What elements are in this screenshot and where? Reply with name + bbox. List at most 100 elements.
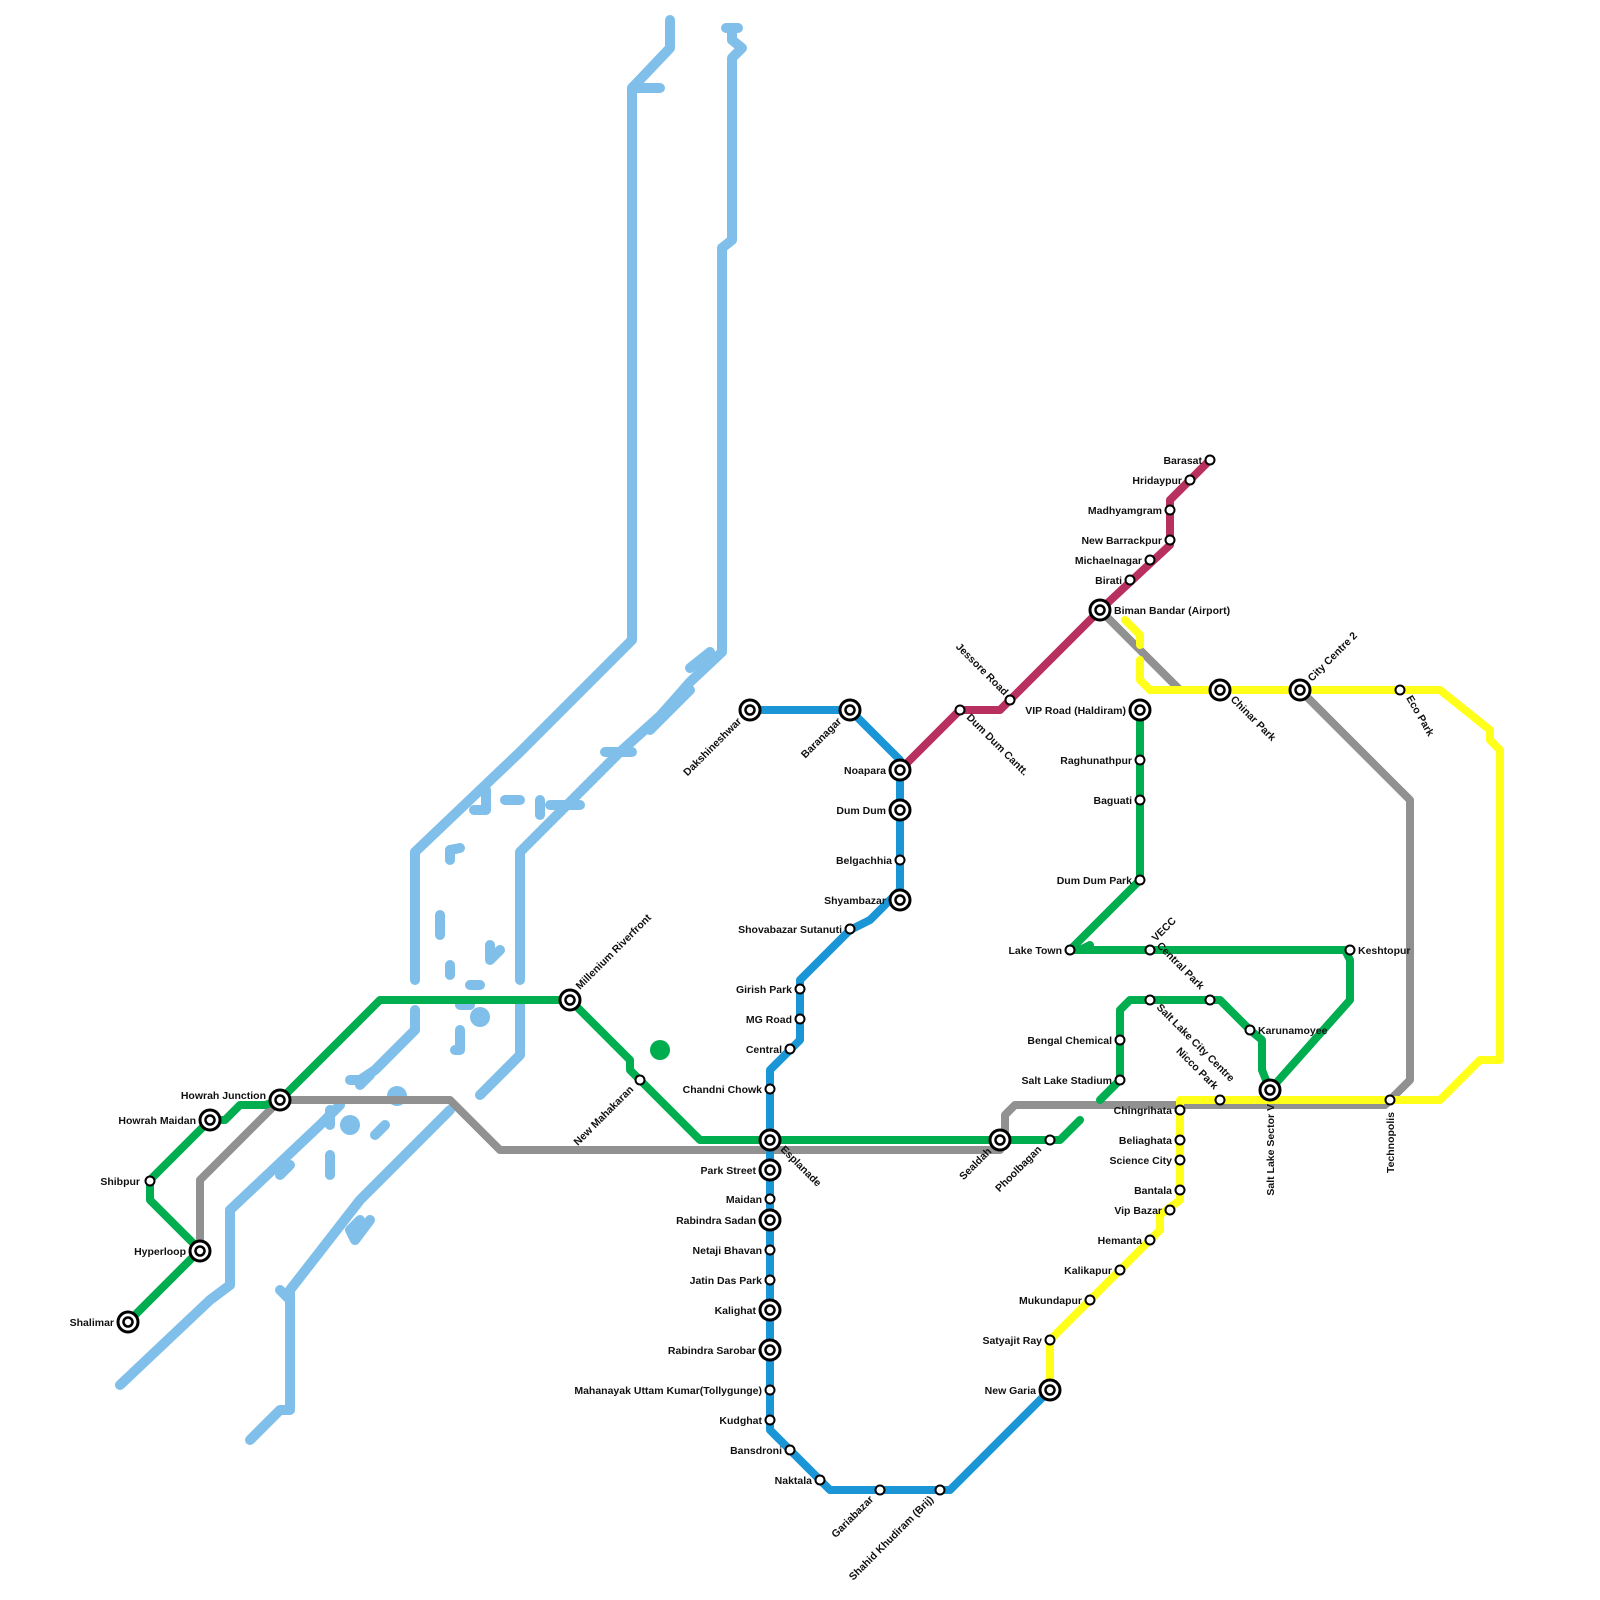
river-segment bbox=[115, 1100, 345, 1390]
station-marker bbox=[1384, 1094, 1396, 1106]
station-millenium-riverfront[interactable]: Millenium Riverfront bbox=[558, 912, 654, 1012]
station-marker bbox=[1084, 1294, 1096, 1306]
station-hemanta[interactable]: Hemanta bbox=[1098, 1234, 1156, 1247]
station-hyperloop[interactable]: Hyperloop bbox=[134, 1239, 212, 1263]
station-rabindra-sarobar[interactable]: Rabindra Sarobar bbox=[668, 1338, 782, 1362]
station-noapara[interactable]: Noapara bbox=[844, 758, 912, 782]
station-shibpur[interactable]: Shibpur bbox=[100, 1175, 156, 1188]
station-girish-park[interactable]: Girish Park bbox=[736, 983, 806, 996]
station-mg-road[interactable]: MG Road bbox=[746, 1013, 806, 1026]
station-karunamoyee[interactable]: Karunamoyee bbox=[1244, 1024, 1328, 1037]
station-new-garia[interactable]: New Garia bbox=[985, 1378, 1062, 1402]
station-marker bbox=[1144, 1234, 1156, 1246]
station-birati[interactable]: Birati bbox=[1095, 574, 1136, 587]
station-baguati[interactable]: Baguati bbox=[1093, 794, 1146, 807]
station-kalikapur[interactable]: Kalikapur bbox=[1064, 1264, 1126, 1277]
station-naktala[interactable]: Naktala bbox=[775, 1474, 826, 1487]
station-maidan[interactable]: Maidan bbox=[726, 1193, 776, 1206]
station-raghunathpur[interactable]: Raghunathpur bbox=[1060, 754, 1146, 767]
station-chingrihata[interactable]: Chingrihata bbox=[1114, 1104, 1186, 1117]
station-salt-lake-sector-v[interactable]: Salt Lake Sector V bbox=[1258, 1078, 1282, 1196]
interchange-marker bbox=[758, 1338, 782, 1362]
station-vip-road[interactable]: VIP Road (Haldiram) bbox=[1025, 698, 1152, 722]
river-segment bbox=[645, 685, 695, 735]
station-new-mahakaran[interactable]: New Mahakaran bbox=[572, 1074, 646, 1149]
station-howrah-junction[interactable]: Howrah Junction bbox=[181, 1088, 292, 1112]
station-belgachhia[interactable]: Belgachhia bbox=[836, 854, 906, 867]
station-tollygunge[interactable]: Mahanayak Uttam Kumar(Tollygunge) bbox=[574, 1384, 776, 1397]
station-label: Chinar Park bbox=[1228, 694, 1278, 744]
station-bengal-chemical[interactable]: Bengal Chemical bbox=[1027, 1034, 1126, 1047]
station-label: Dum Dum bbox=[836, 805, 886, 817]
station-jatin-das-park[interactable]: Jatin Das Park bbox=[690, 1274, 776, 1287]
interchange-marker-inner bbox=[994, 1134, 1006, 1146]
station-kudghat[interactable]: Kudghat bbox=[719, 1414, 776, 1427]
station-jessore-road[interactable]: Jessore Road bbox=[953, 641, 1016, 706]
station-label: Kudghat bbox=[719, 1415, 762, 1427]
station-beliaghata[interactable]: Beliaghata bbox=[1119, 1134, 1186, 1147]
station-madhyamgram[interactable]: Madhyamgram bbox=[1088, 504, 1176, 517]
interchange-marker bbox=[758, 1158, 782, 1182]
station-label: Barasat bbox=[1163, 455, 1202, 467]
station-new-barrackpur[interactable]: New Barrackpur bbox=[1081, 534, 1176, 547]
interchange-marker bbox=[1128, 698, 1152, 722]
station-dum-dum[interactable]: Dum Dum bbox=[836, 798, 912, 822]
station-marker bbox=[874, 1484, 886, 1496]
station-label: Dum Dum Park bbox=[1057, 875, 1132, 887]
station-hridaypur[interactable]: Hridaypur bbox=[1132, 474, 1196, 487]
station-label: Park Street bbox=[701, 1165, 757, 1177]
station-marker bbox=[1174, 1154, 1186, 1166]
station-bantala[interactable]: Bantala bbox=[1134, 1184, 1186, 1197]
river bbox=[115, 15, 747, 1445]
station-label: Maidan bbox=[726, 1194, 762, 1206]
station-michaelnagar[interactable]: Michaelnagar bbox=[1075, 554, 1156, 567]
river-segment bbox=[370, 1120, 390, 1140]
station-label: Baranagar bbox=[799, 716, 844, 761]
station-central[interactable]: Central bbox=[746, 1043, 796, 1056]
station-mukundapur[interactable]: Mukundapur bbox=[1019, 1294, 1096, 1307]
station-label: Madhyamgram bbox=[1088, 505, 1162, 517]
station-technopolis[interactable]: Technopolis bbox=[1384, 1094, 1397, 1174]
interchange-marker-inner bbox=[894, 804, 906, 816]
station-shalimar[interactable]: Shalimar bbox=[70, 1310, 140, 1334]
interchange-marker-inner bbox=[1264, 1084, 1276, 1096]
station-bansdroni[interactable]: Bansdroni bbox=[730, 1444, 796, 1457]
station-marker bbox=[1184, 474, 1196, 486]
station-keshtopur[interactable]: Keshtopur bbox=[1344, 944, 1411, 957]
station-marker bbox=[934, 1484, 946, 1496]
station-lake-town[interactable]: Lake Town bbox=[1009, 944, 1076, 957]
station-science-city[interactable]: Science City bbox=[1110, 1154, 1186, 1167]
station-vip-bazar[interactable]: Vip Bazar bbox=[1114, 1204, 1176, 1217]
station-salt-lake-stadium[interactable]: Salt Lake Stadium bbox=[1022, 1074, 1126, 1087]
station-park-street[interactable]: Park Street bbox=[701, 1158, 782, 1182]
interchange-marker bbox=[888, 798, 912, 822]
station-satyajit-ray[interactable]: Satyajit Ray bbox=[982, 1334, 1056, 1347]
station-netaji-bhavan[interactable]: Netaji Bhavan bbox=[693, 1244, 776, 1257]
station-rabindra-sadan[interactable]: Rabindra Sadan bbox=[676, 1208, 782, 1232]
station-label: New Garia bbox=[985, 1385, 1037, 1397]
station-chandni-chowk[interactable]: Chandni Chowk bbox=[683, 1083, 776, 1096]
interchange-marker-inner bbox=[764, 1304, 776, 1316]
station-label: New Mahakaran bbox=[572, 1084, 637, 1149]
station-marker bbox=[1394, 684, 1406, 696]
station-dum-dum-cantt[interactable]: Dum Dum Cantt. bbox=[954, 704, 1031, 779]
station-marker bbox=[1114, 1034, 1126, 1046]
station-label: Bengal Chemical bbox=[1027, 1035, 1112, 1047]
river-pond bbox=[470, 1007, 490, 1027]
station-label: VECC bbox=[1150, 915, 1179, 944]
station-biman-bandar[interactable]: Biman Bandar (Airport) bbox=[1088, 598, 1230, 622]
station-dakshineshwar[interactable]: Dakshineshwar bbox=[681, 698, 762, 779]
station-shyambazar[interactable]: Shyambazar bbox=[824, 888, 912, 912]
station-dum-dum-park[interactable]: Dum Dum Park bbox=[1057, 874, 1146, 887]
station-howrah-maidan[interactable]: Howrah Maidan bbox=[118, 1108, 222, 1132]
station-shovabazar[interactable]: Shovabazar Sutanuti bbox=[738, 923, 856, 936]
station-label: Shalimar bbox=[70, 1317, 114, 1329]
station-marker bbox=[764, 1414, 776, 1426]
station-label: Belgachhia bbox=[836, 855, 892, 867]
station-barasat[interactable]: Barasat bbox=[1163, 454, 1216, 467]
station-kalighat[interactable]: Kalighat bbox=[715, 1298, 782, 1322]
station-marker bbox=[764, 1193, 776, 1205]
station-marker bbox=[1164, 1204, 1176, 1216]
interchange-marker bbox=[558, 988, 582, 1012]
